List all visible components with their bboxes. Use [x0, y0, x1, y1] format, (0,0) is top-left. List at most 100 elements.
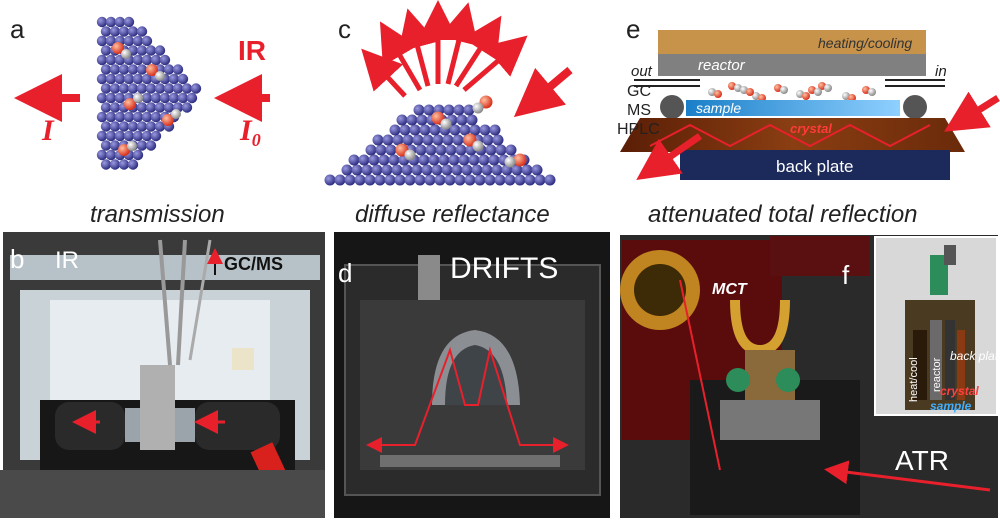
sphere-mound-c [324, 95, 556, 186]
sphere [466, 114, 478, 126]
sphere [118, 121, 130, 132]
sphere [109, 102, 121, 113]
sphere [441, 164, 453, 176]
ir-label-b: IR [55, 247, 79, 274]
sphere [489, 124, 501, 136]
sphere [394, 174, 406, 186]
sphere [127, 121, 139, 132]
panel-a [14, 16, 270, 170]
photo-d [334, 232, 610, 518]
gas-molecule [802, 92, 810, 100]
sphere [469, 124, 481, 136]
sphere [109, 26, 121, 37]
sphere [109, 159, 121, 170]
sphere [448, 154, 460, 166]
sphere-slab-a [96, 16, 202, 170]
in-label: in [935, 63, 947, 80]
sample-layer [686, 100, 900, 116]
sphere [100, 121, 112, 132]
sphere [100, 102, 112, 113]
sphere [364, 174, 376, 186]
sphere [391, 164, 403, 176]
sphere [412, 134, 424, 146]
sphere [404, 174, 416, 186]
sphere [449, 124, 461, 136]
sphere [172, 83, 184, 94]
sphere [485, 144, 497, 156]
sphere [127, 26, 139, 37]
sphere [471, 164, 483, 176]
sphere [354, 174, 366, 186]
sphere [186, 92, 198, 104]
sphere [105, 149, 117, 161]
sphere [141, 54, 153, 66]
sphere [464, 174, 476, 186]
sphere [123, 35, 135, 47]
sphere [371, 164, 383, 176]
sphere [100, 64, 112, 75]
scatter-arrows [361, 0, 528, 98]
adsorbate-grey [155, 71, 165, 81]
incident-arrow-e [944, 91, 1000, 132]
panel-letter-d: d [338, 258, 352, 288]
sphere [482, 134, 494, 146]
sphere [341, 164, 353, 176]
sphere [109, 83, 121, 94]
sphere [96, 35, 108, 47]
sphere [344, 174, 356, 186]
sphere [190, 83, 202, 94]
atr-label: ATR [895, 445, 949, 476]
sphere [505, 144, 517, 156]
sphere [127, 159, 139, 170]
sphere [150, 54, 162, 66]
sphere [154, 121, 166, 132]
reactor-block [658, 54, 926, 76]
sphere [514, 174, 526, 186]
sample-label-f: sample [930, 399, 972, 413]
sphere [389, 124, 401, 136]
sphere [374, 174, 386, 186]
mct-label: MCT [712, 281, 748, 298]
sphere [132, 111, 144, 123]
sphere [358, 154, 370, 166]
adsorbate-grey [472, 140, 484, 152]
exit-arrow-e [636, 133, 702, 180]
gc-label: GC [627, 83, 651, 100]
sphere [127, 83, 139, 94]
sphere [429, 124, 441, 136]
adsorbate-grey [127, 141, 137, 151]
sphere [132, 35, 144, 47]
sphere [141, 130, 153, 142]
sphere [145, 140, 157, 151]
sphere [402, 134, 414, 146]
sample-label: sample [696, 100, 741, 116]
sphere [141, 92, 153, 104]
panel-letter-b: b [10, 244, 24, 274]
sphere [96, 92, 108, 104]
sphere [123, 73, 135, 85]
gas-molecule [780, 86, 788, 94]
sphere [435, 144, 447, 156]
sphere [531, 164, 543, 176]
sphere [453, 104, 465, 116]
sphere [127, 64, 139, 75]
incident-arrow-c [513, 66, 573, 118]
sphere [105, 35, 117, 47]
detector-tube-right [195, 402, 280, 450]
gcms-label: GC/MS [224, 254, 283, 274]
panel-letter-e: e [626, 14, 640, 44]
sphere [141, 111, 153, 123]
sphere [491, 164, 503, 176]
sphere [96, 111, 108, 123]
sphere [406, 114, 418, 126]
sphere [409, 124, 421, 136]
sphere [381, 164, 393, 176]
sphere [361, 164, 373, 176]
sphere [136, 45, 148, 56]
reactor-label: reactor [698, 57, 746, 74]
heating-label: heating/cooling [818, 35, 912, 51]
sphere [484, 174, 496, 186]
adsorbate-grey [171, 109, 181, 119]
sphere [524, 174, 536, 186]
sphere [348, 154, 360, 166]
